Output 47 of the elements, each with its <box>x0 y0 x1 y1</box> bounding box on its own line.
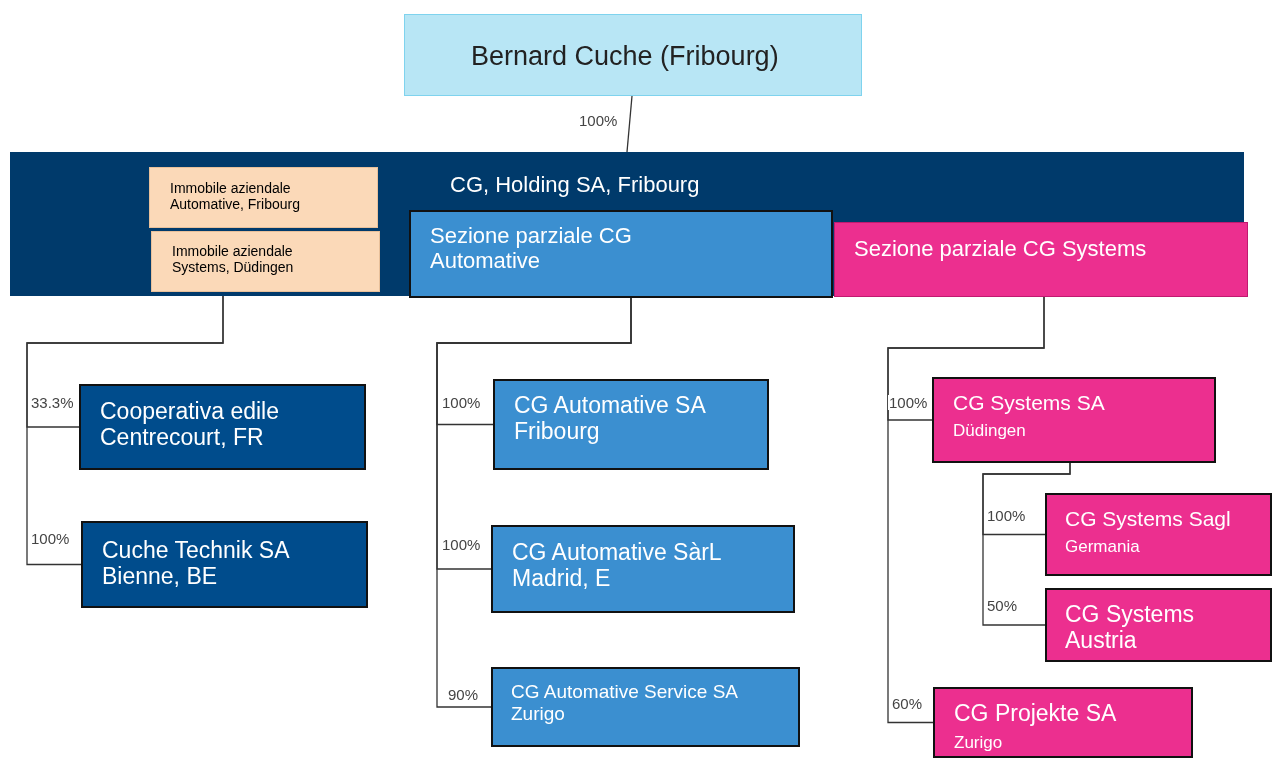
node-subtitle: Germania <box>1065 537 1141 557</box>
company-box <box>493 379 769 470</box>
edge-label: 33.3% <box>30 395 75 410</box>
company-box <box>81 521 368 608</box>
edge-label: 100% <box>30 531 71 546</box>
edge-label: 50% <box>986 598 1019 613</box>
node-title: CG Projekte SA <box>954 700 1118 727</box>
connector-line <box>887 296 1045 724</box>
edge-label: 60% <box>891 696 924 711</box>
company-box <box>491 525 795 613</box>
connector-line <box>26 295 224 566</box>
node-title: CG Automative SàrL Madrid, E <box>512 539 722 592</box>
node-title: Cooperativa edile Centrecourt, FR <box>100 398 280 451</box>
company-box <box>933 687 1193 758</box>
node-title: Immobile aziendale Automative, Fribourg <box>170 180 301 213</box>
node-title: CG Systems Sagl <box>1065 507 1232 532</box>
node-title: Sezione parziale CG Automative <box>430 223 633 274</box>
node-subtitle: Zurigo <box>954 733 1004 753</box>
person-box <box>404 14 862 96</box>
edge-label: 100% <box>986 508 1027 523</box>
connector-line <box>982 462 1071 626</box>
node-title: Cuche Technik SA Bienne, BE <box>102 537 290 590</box>
company-box <box>79 384 366 470</box>
property-box <box>151 231 380 292</box>
node-title: CG Systems SA <box>953 391 1106 416</box>
node-title: Bernard Cuche (Fribourg) <box>471 41 780 73</box>
property-box <box>149 167 378 228</box>
node-subtitle: Düdingen <box>953 421 1027 441</box>
edge-label: 100% <box>441 537 482 552</box>
company-box <box>932 377 1216 463</box>
node-title: CG Automative Service SA Zurigo <box>511 681 739 725</box>
edge-label: 100% <box>578 113 619 128</box>
node-title: CG Systems Austria <box>1065 601 1196 654</box>
connector-line <box>436 297 632 708</box>
company-box <box>491 667 800 747</box>
node-title: Immobile aziendale Systems, Düdingen <box>172 243 295 276</box>
division-box <box>409 210 833 298</box>
division-box <box>834 222 1248 297</box>
node-title: CG, Holding SA, Fribourg <box>450 172 701 198</box>
edge-label: 100% <box>441 395 482 410</box>
company-box <box>1045 493 1272 576</box>
edge-label: 90% <box>447 687 480 702</box>
edge-label: 100% <box>888 395 929 410</box>
connector-line <box>626 95 633 153</box>
node-title: CG Automative SA Fribourg <box>514 392 707 445</box>
node-title: Sezione parziale CG Systems <box>854 236 1148 262</box>
company-box <box>1045 588 1272 662</box>
